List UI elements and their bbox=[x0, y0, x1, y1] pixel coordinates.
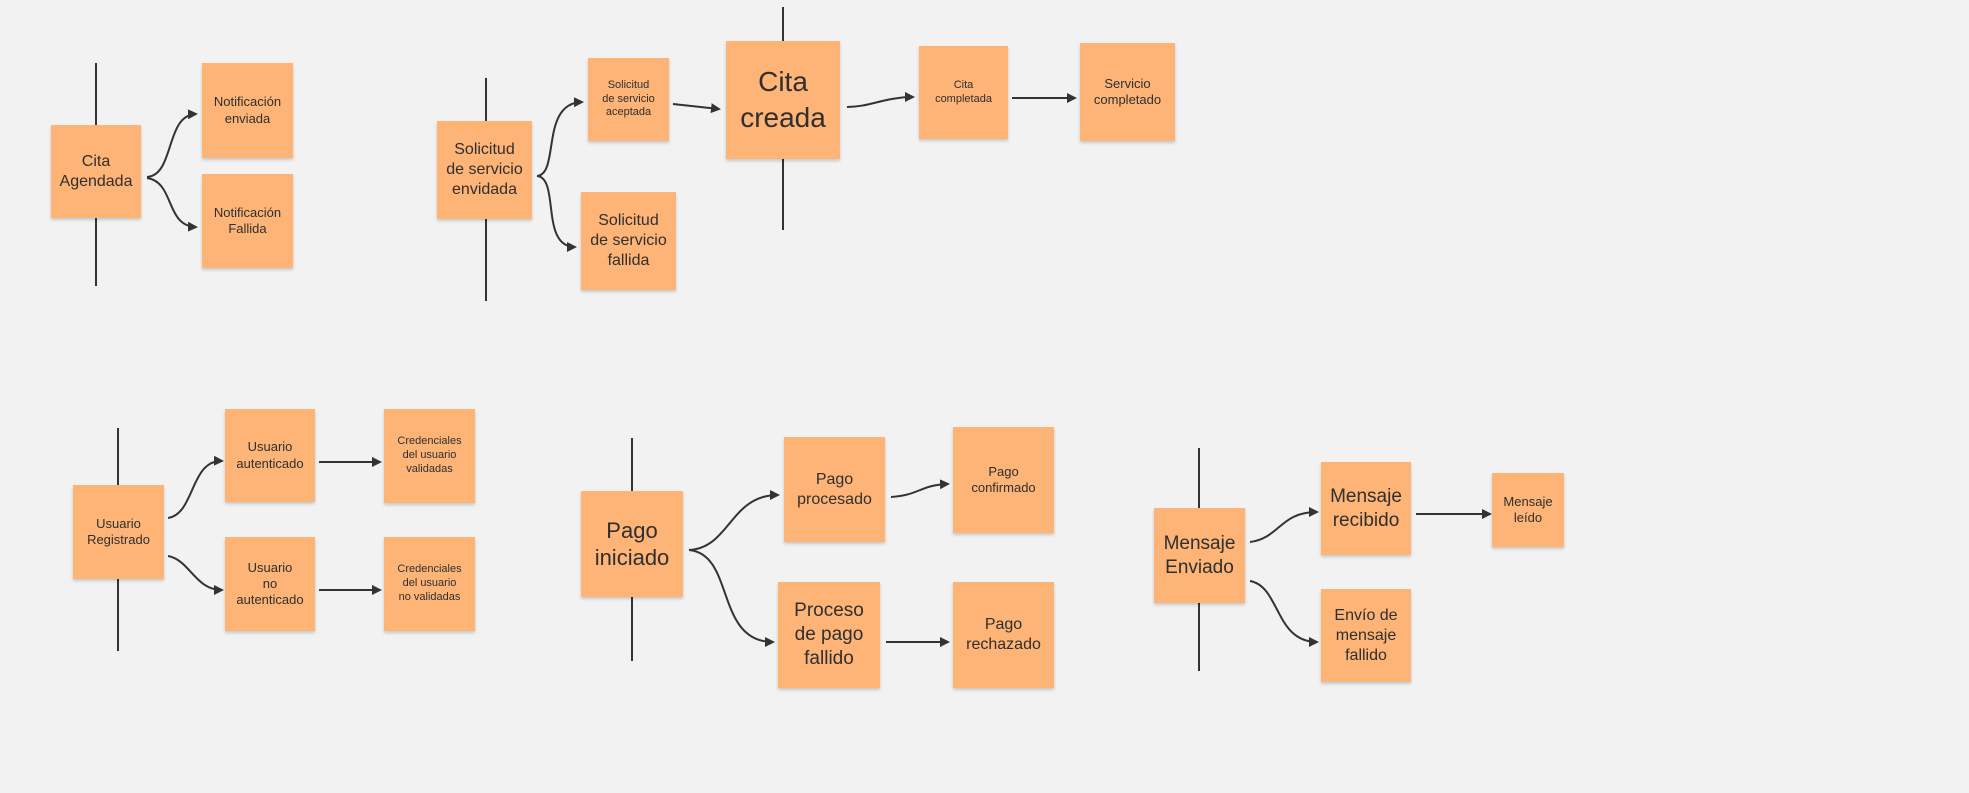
arrow-solicitud-to-fallida[interactable] bbox=[536, 175, 577, 252]
sticky-note-servicio-completado[interactable]: Servicio completado bbox=[1080, 43, 1175, 141]
arrow-cita-agendada-to-notificacion-fallida[interactable] bbox=[146, 177, 198, 232]
arrow-cita-creada-to-completada[interactable] bbox=[846, 92, 915, 108]
sticky-note-solicitud-enviada[interactable]: Solicitud de servicio envidada bbox=[437, 121, 532, 219]
arrow-mensaje-enviado-to-fallido[interactable] bbox=[1249, 580, 1319, 647]
sticky-note-cita-agendada[interactable]: Cita Agendada bbox=[51, 125, 141, 218]
sticky-note-cita-completada[interactable]: Cita completada bbox=[919, 46, 1008, 139]
arrow-registrado-to-no-autenticado[interactable] bbox=[167, 555, 224, 595]
arrow-cita-agendada-to-notificacion-enviada[interactable] bbox=[146, 109, 198, 178]
sticky-note-mensaje-enviado[interactable]: Mensaje Enviado bbox=[1154, 508, 1245, 603]
sticky-note-usuario-registrado[interactable]: Usuario Registrado bbox=[73, 485, 164, 579]
sticky-note-solicitud-aceptada[interactable]: Solicitud de servicio aceptada bbox=[588, 58, 669, 141]
sticky-note-mensaje-leido[interactable]: Mensaje leído bbox=[1492, 473, 1564, 547]
sticky-note-credenciales-no-validadas[interactable]: Credenciales del usuario no validadas bbox=[384, 537, 475, 631]
sticky-note-notificacion-enviada[interactable]: Notificación enviada bbox=[202, 63, 293, 158]
arrow-pago-iniciado-to-fallido[interactable] bbox=[688, 549, 775, 647]
arrow-procesado-to-confirmado[interactable] bbox=[890, 479, 950, 498]
sticky-note-proceso-pago-fallido[interactable]: Proceso de pago fallido bbox=[778, 582, 880, 688]
sticky-note-credenciales-validadas[interactable]: Credenciales del usuario validadas bbox=[384, 409, 475, 503]
sticky-note-usuario-autenticado[interactable]: Usuario autenticado bbox=[225, 409, 315, 502]
sticky-note-envio-mensaje-fallido[interactable]: Envío de mensaje fallido bbox=[1321, 589, 1411, 682]
sticky-note-mensaje-recibido[interactable]: Mensaje recibido bbox=[1321, 462, 1411, 555]
sticky-note-pago-confirmado[interactable]: Pago confirmado bbox=[953, 427, 1054, 533]
arrow-solicitud-to-aceptada[interactable] bbox=[536, 97, 584, 177]
sticky-note-cita-creada[interactable]: Cita creada bbox=[726, 41, 840, 159]
arrow-aceptada-to-cita-creada[interactable] bbox=[672, 103, 721, 114]
sticky-note-pago-rechazado[interactable]: Pago rechazado bbox=[953, 582, 1054, 688]
sticky-note-usuario-no-autenticado[interactable]: Usuario no autenticado bbox=[225, 537, 315, 631]
sticky-note-pago-procesado[interactable]: Pago procesado bbox=[784, 437, 885, 542]
arrow-mensaje-enviado-to-recibido[interactable] bbox=[1249, 507, 1319, 543]
arrow-registrado-to-autenticado[interactable] bbox=[167, 455, 224, 519]
arrow-pago-iniciado-to-procesado[interactable] bbox=[688, 490, 780, 551]
sticky-note-solicitud-fallida[interactable]: Solicitud de servicio fallida bbox=[581, 192, 676, 290]
sticky-note-pago-iniciado[interactable]: Pago iniciado bbox=[581, 491, 683, 597]
sticky-note-notificacion-fallida[interactable]: Notificación Fallida bbox=[202, 174, 293, 268]
